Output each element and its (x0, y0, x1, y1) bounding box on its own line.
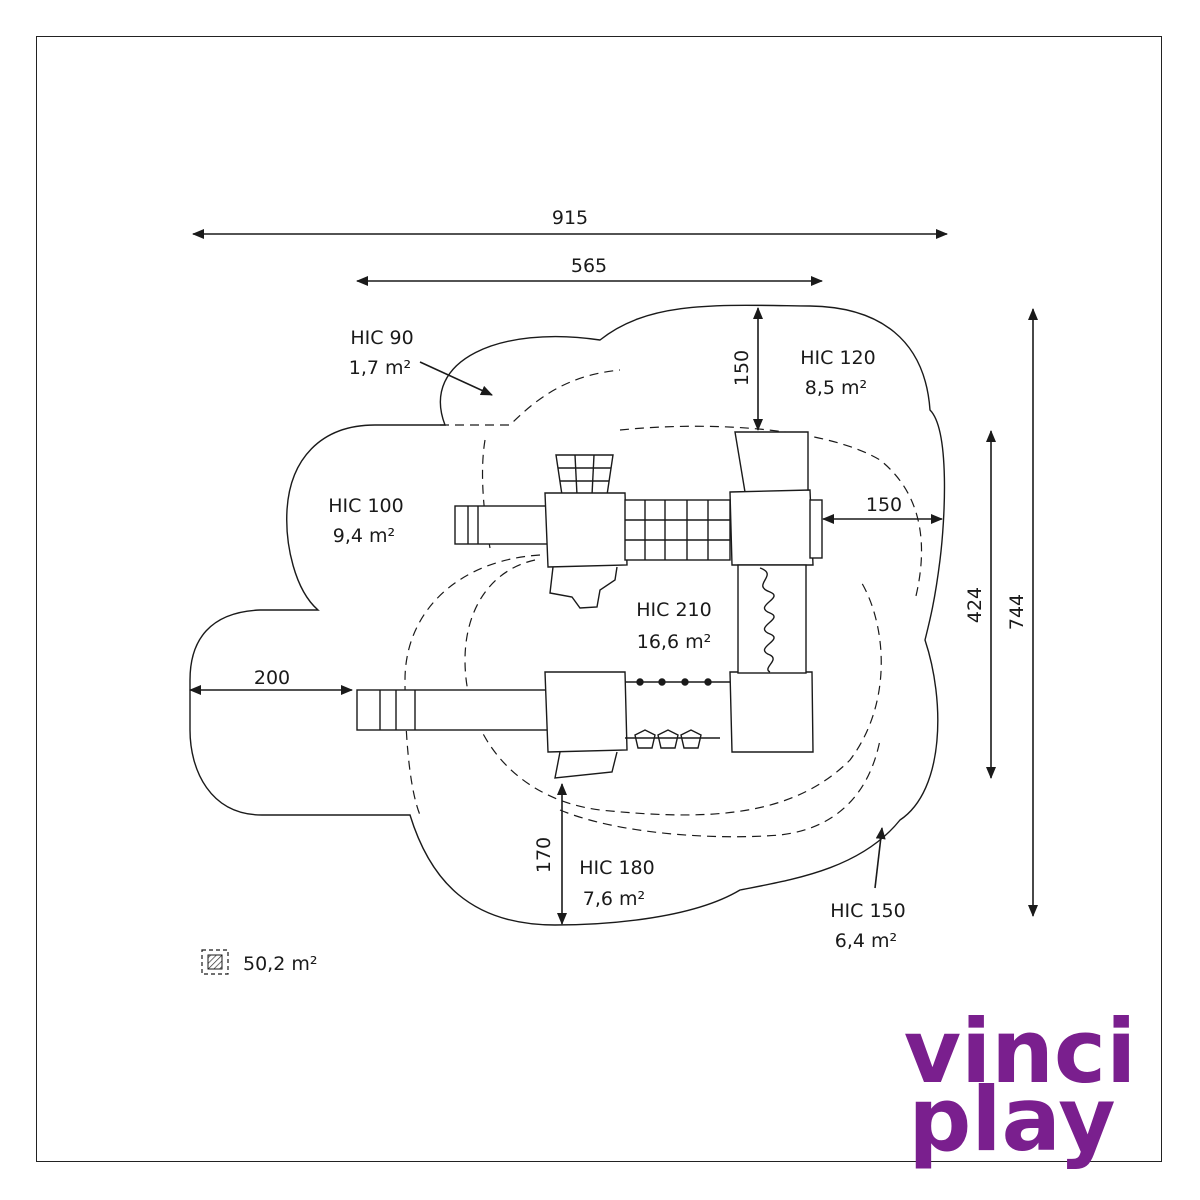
dim-150-right: 150 (866, 494, 902, 516)
dim-424: 424 (964, 587, 986, 623)
net-bridge (624, 499, 731, 561)
hic-area: 1,7 m² (349, 357, 411, 379)
play-structure (356, 431, 823, 779)
hic-area: 16,6 m² (637, 631, 711, 653)
dim-744: 744 (1006, 594, 1028, 630)
upper-slide (454, 505, 551, 545)
hic-area: 7,6 m² (583, 888, 645, 910)
vertical-bridge (737, 564, 807, 674)
safety-zone-outline (189, 304, 946, 926)
tower-bottom-right (729, 671, 814, 753)
dim-200: 200 (254, 667, 290, 689)
hic-label: HIC 150 (830, 900, 905, 922)
hic-label: HIC 100 (328, 495, 403, 517)
dim-915: 915 (552, 207, 588, 229)
climbing-wall (734, 431, 809, 493)
hic-area: 9,4 m² (333, 525, 395, 547)
dim-170: 170 (533, 837, 555, 873)
dim-150-top: 150 (731, 350, 753, 386)
hic-label: HIC 120 (800, 347, 875, 369)
dim-565: 565 (571, 255, 607, 277)
tower-top-right (729, 489, 814, 566)
leader-hic150 (874, 827, 886, 889)
area-legend-icon (201, 949, 229, 975)
hic-label: HIC 90 (350, 327, 413, 349)
leader-hic90 (419, 361, 493, 396)
drawing-frame (36, 36, 1162, 1162)
brand-logo-line2: play (908, 1068, 1115, 1171)
lower-slide (356, 689, 551, 731)
hic-label: HIC 210 (636, 599, 711, 621)
tower-top-left (544, 492, 628, 568)
dimension-lines (189, 229, 1038, 925)
tower-bottom-left (544, 671, 628, 753)
hic-area: 6,4 m² (835, 930, 897, 952)
hic-area: 8,5 m² (805, 377, 867, 399)
brand-logo-line1: vinci (904, 1000, 1137, 1103)
hic-label: HIC 180 (579, 857, 654, 879)
total-area: 50,2 m² (243, 953, 317, 975)
ladder (555, 454, 614, 496)
